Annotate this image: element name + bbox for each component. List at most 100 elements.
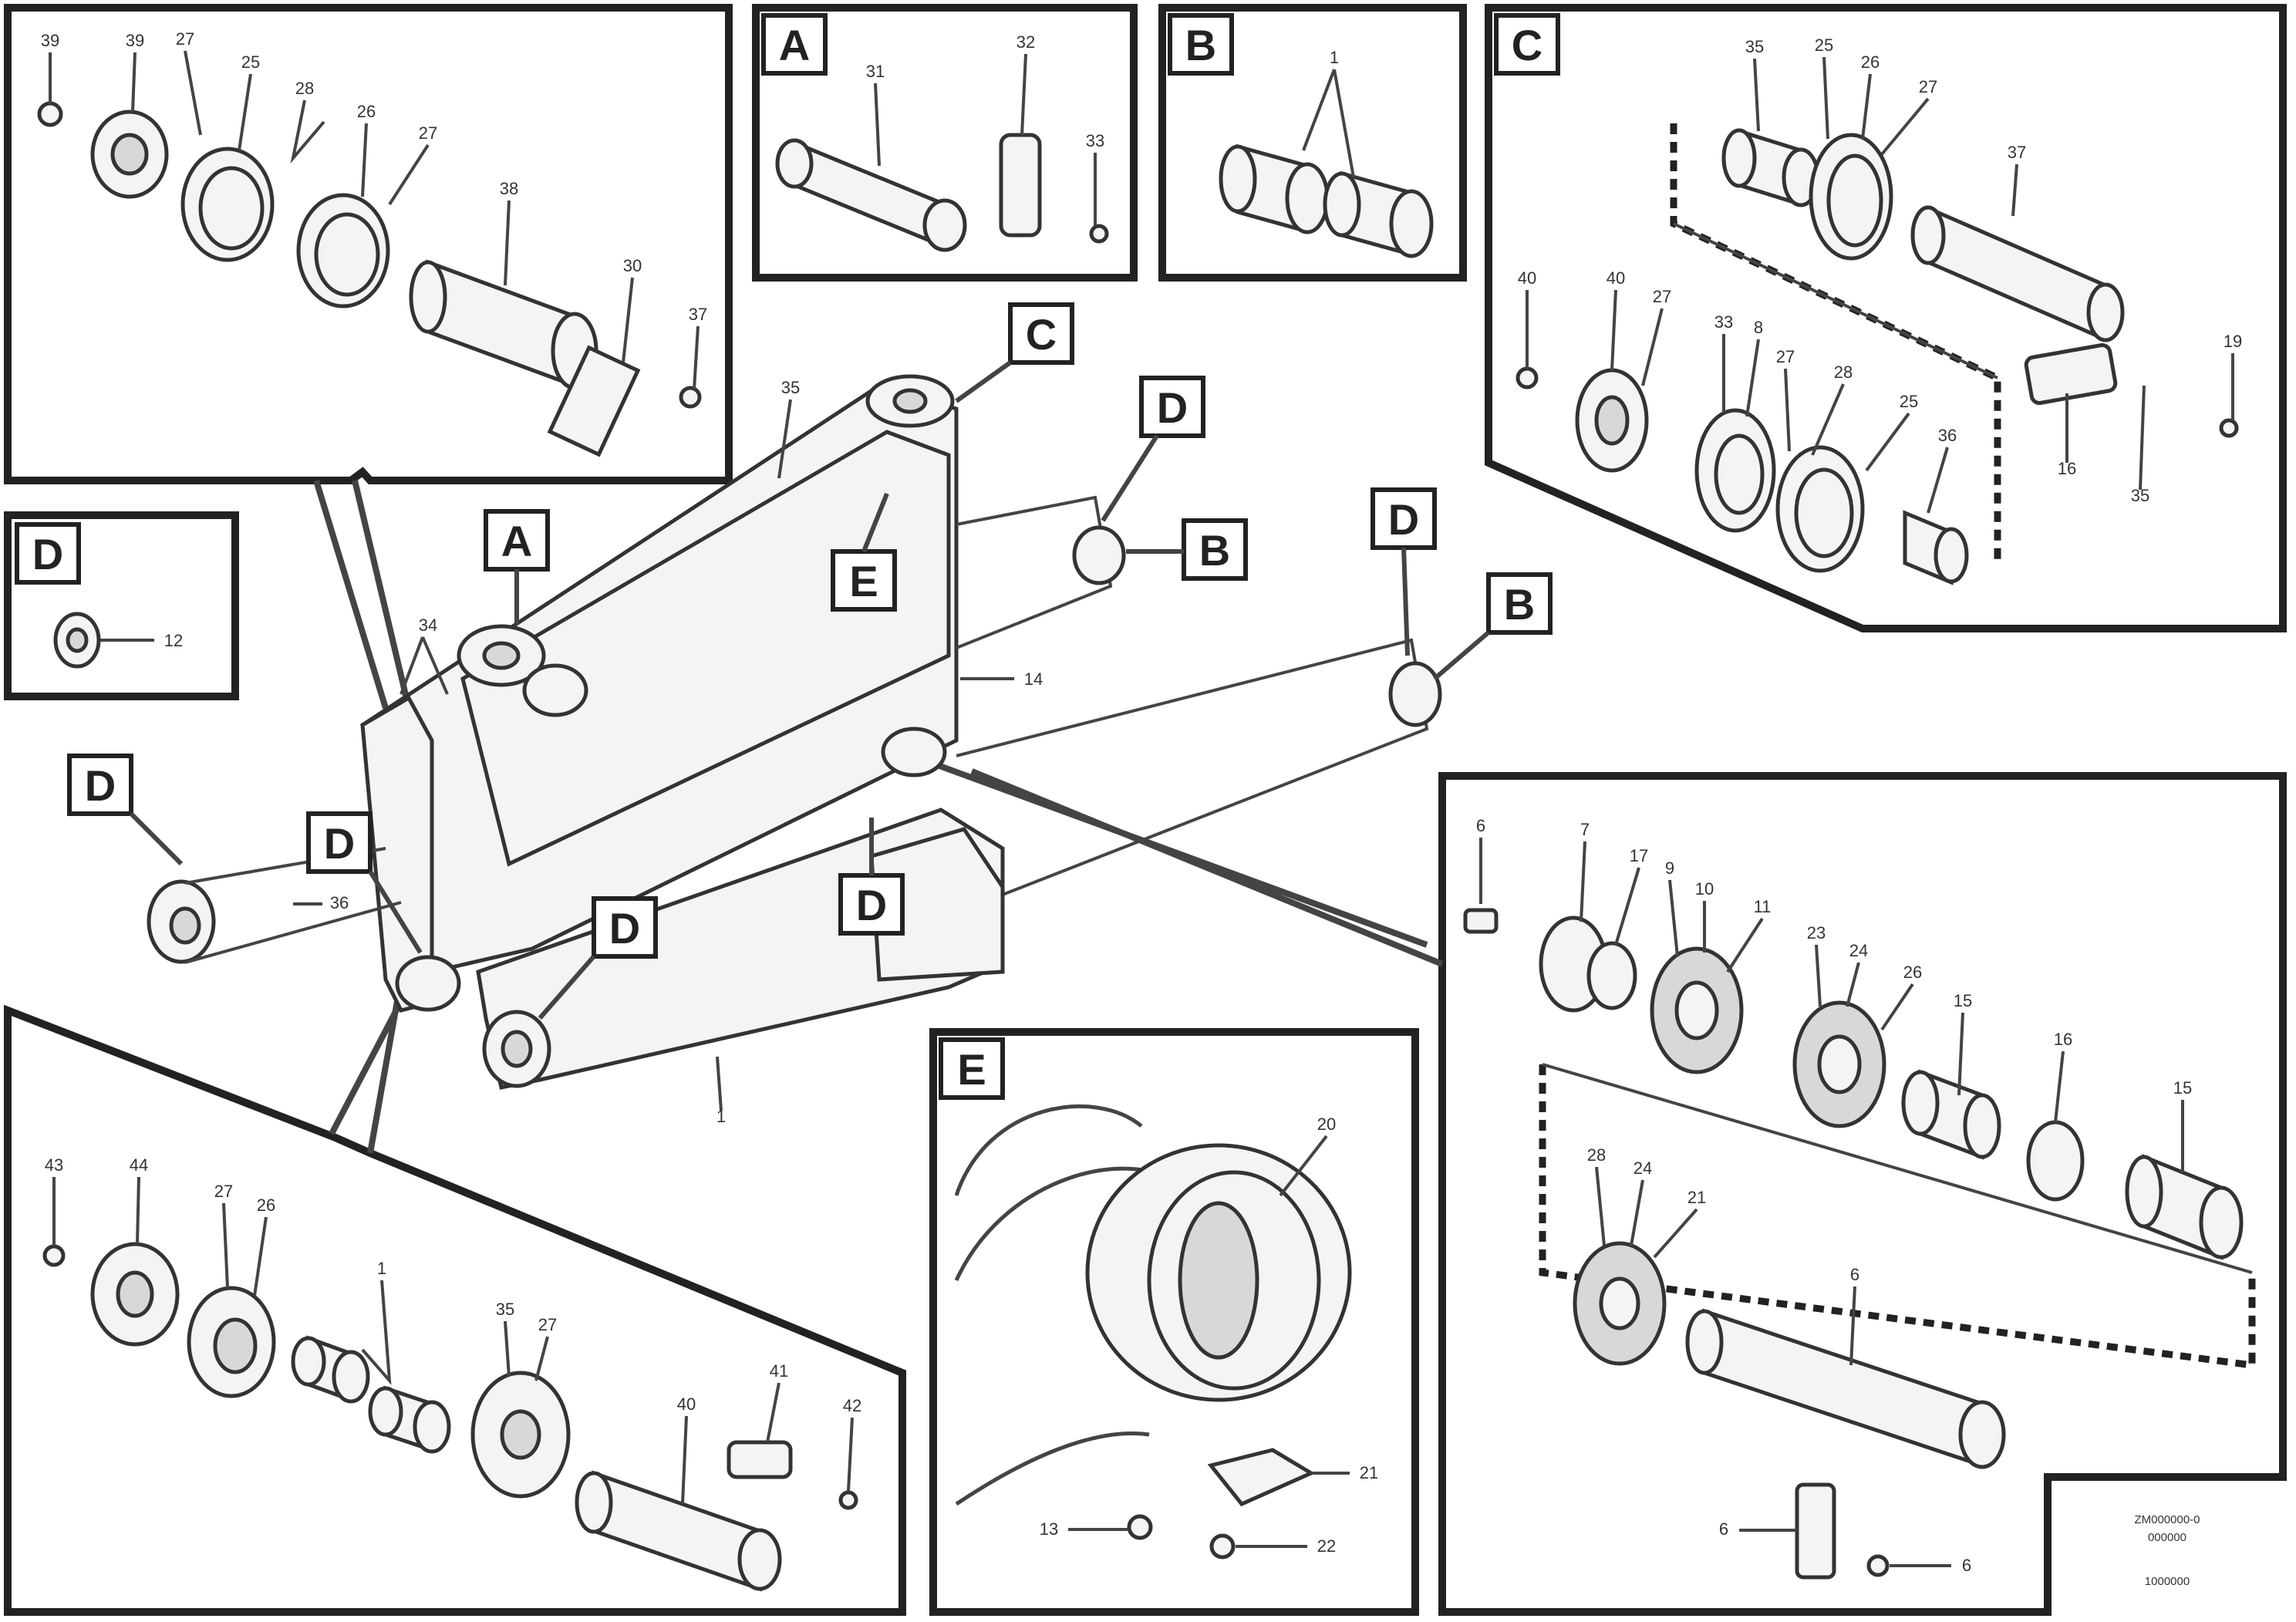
svg-text:24: 24 [1633,1158,1652,1178]
svg-text:8: 8 [1754,318,1763,337]
svg-text:39: 39 [126,31,144,50]
panel-D-parts: 12 [53,612,183,669]
detail-panel-A [752,4,1138,282]
detail-panel-C [1485,4,2287,632]
right-panel-callouts: 6 7 17 9 10 11 23 24 26 15 16 15 28 24 2… [1476,816,2192,1575]
svg-text:7: 7 [1580,820,1590,839]
svg-text:1: 1 [1330,48,1339,67]
svg-text:D: D [32,530,63,578]
svg-text:13: 13 [1040,1519,1058,1539]
drawing-reference-code: ZM000000-0 000000 1000000 [2134,1513,2200,1588]
detail-panel-right [1438,772,2287,1616]
svg-text:26: 26 [357,102,376,121]
svg-text:36: 36 [330,893,349,912]
svg-text:D: D [85,761,116,810]
svg-text:43: 43 [45,1155,63,1175]
panel-E-parts [954,1104,1352,1560]
svg-text:26: 26 [1861,52,1880,72]
bottom-left-callouts: 43 44 27 26 1 35 27 40 41 42 [45,1155,861,1505]
svg-text:E: E [849,557,878,605]
svg-text:A: A [501,517,532,565]
svg-text:21: 21 [1687,1188,1706,1207]
panel-C-parts [1515,123,2239,585]
svg-text:15: 15 [1954,991,1972,1010]
svg-text:33: 33 [1714,312,1733,332]
leader-line [352,480,412,709]
leader-line [313,479,389,710]
svg-text:12: 12 [164,631,183,650]
detail-panel-E [929,1028,1419,1616]
svg-text:40: 40 [677,1394,696,1414]
svg-text:17: 17 [1630,846,1648,865]
svg-text:6: 6 [1962,1556,1971,1575]
svg-text:D: D [609,904,640,953]
svg-text:B: B [1199,526,1230,575]
svg-text:40: 40 [1518,268,1536,288]
svg-text:1000000: 1000000 [2145,1575,2190,1588]
svg-text:42: 42 [843,1396,861,1415]
label-box-B: B [1168,13,1234,76]
label-box-C: C [1494,13,1560,76]
panel-E-callouts: 20 21 13 22 [1040,1114,1378,1556]
svg-text:37: 37 [689,305,707,324]
svg-text:27: 27 [419,123,437,143]
svg-text:37: 37 [2008,143,2026,162]
svg-text:23: 23 [1807,923,1826,943]
top-left-callouts: 39 39 27 25 28 26 27 38 30 37 [41,29,707,390]
svg-text:6: 6 [1850,1265,1859,1284]
svg-text:44: 44 [130,1155,148,1175]
main-label-D4: D [306,811,423,954]
main-label-D6: D [838,818,905,936]
svg-text:27: 27 [1919,77,1937,96]
svg-text:35: 35 [1745,37,1764,56]
svg-text:E: E [957,1045,986,1094]
svg-text:32: 32 [1017,32,1035,52]
svg-text:34: 34 [419,615,437,635]
svg-text:14: 14 [1024,669,1043,689]
svg-text:25: 25 [1815,35,1833,55]
main-label-D3: D [67,754,184,866]
svg-text:D: D [1157,383,1188,432]
svg-text:1: 1 [716,1107,726,1126]
svg-text:28: 28 [1587,1145,1606,1165]
main-label-E: E [831,492,897,612]
panel-C-callouts: 35 25 26 27 37 40 40 27 33 8 27 28 25 36… [1518,35,2242,514]
main-label-C: C [955,302,1074,403]
panel-B-parts: 1 [1219,48,1434,258]
detail-panel-D [4,511,239,700]
detail-panel-bottom-left [3,1004,906,1616]
main-label-A: A [484,509,550,625]
label-box-E: E [939,1037,1005,1100]
label-box-A: A [761,13,828,76]
svg-text:25: 25 [241,52,260,72]
svg-text:25: 25 [1900,392,1918,411]
svg-text:41: 41 [770,1361,788,1381]
svg-text:28: 28 [295,79,314,98]
svg-text:D: D [856,881,887,929]
svg-text:26: 26 [257,1195,275,1215]
svg-text:27: 27 [538,1315,557,1334]
main-label-B1: B [1126,518,1248,581]
svg-text:21: 21 [1360,1463,1378,1482]
svg-text:30: 30 [623,256,642,275]
bottom-left-parts [42,1242,858,1592]
svg-text:24: 24 [1849,941,1868,960]
main-label-B2: B [1433,572,1553,681]
svg-text:000000: 000000 [2148,1531,2186,1544]
svg-text:16: 16 [2054,1030,2072,1049]
svg-text:28: 28 [1834,363,1853,382]
panel-A-parts: 31 32 33 [775,32,1109,252]
label-box-D: D [15,522,81,585]
svg-text:38: 38 [500,179,518,198]
svg-text:A: A [779,21,810,69]
main-callouts: 35 34 14 1 36 [293,378,1043,1126]
svg-text:36: 36 [1938,426,1957,445]
svg-text:22: 22 [1317,1536,1336,1556]
svg-text:35: 35 [781,378,800,397]
svg-text:27: 27 [1653,287,1671,306]
main-labels: A C E B B D D [67,302,1553,1020]
svg-text:27: 27 [214,1182,233,1201]
svg-text:D: D [1388,495,1419,544]
svg-text:9: 9 [1665,858,1674,878]
svg-text:31: 31 [866,62,885,81]
